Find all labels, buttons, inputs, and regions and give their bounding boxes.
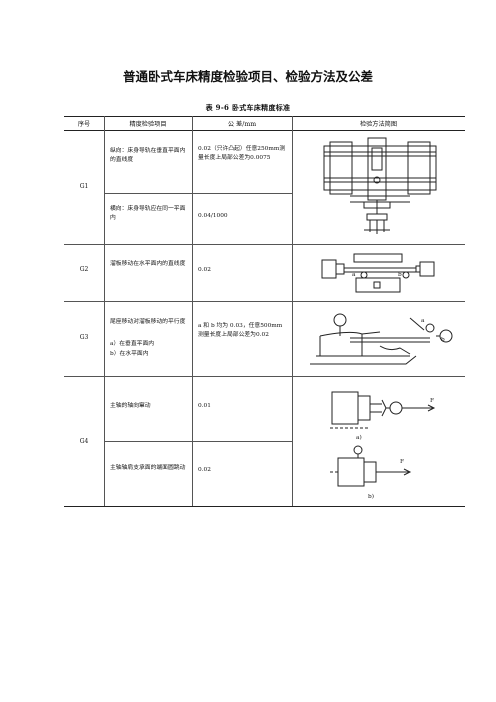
row-divider-g4-split [104, 441, 292, 442]
g4-method-figure-b [330, 444, 440, 490]
row-divider-g1-split [104, 193, 292, 194]
row-divider-g2-g3 [64, 301, 465, 302]
header-no: 序号 [77, 121, 91, 128]
header-tolerance: 公 差/mm [227, 121, 257, 128]
g4-item-b: 主轴轴肩支承面的端面圆跳动 [110, 465, 186, 471]
row-id-g3: G3 [79, 334, 89, 341]
g3-fig-label-b: b [441, 337, 445, 343]
row-id-g4: G4 [79, 438, 89, 445]
col-divider-1 [104, 116, 105, 506]
g4-fig-force-b: F [400, 459, 405, 465]
g3-item-b: b）在水平面内 [110, 351, 149, 357]
g1-item-a: 纵向：床身导轨在垂直平面内的直线度 [110, 148, 186, 163]
g3-fig-label-a: a [421, 318, 425, 324]
header-bottom-rule [64, 130, 465, 131]
page-title: 普通卧式车床精度检验项目、检验方法及公差 [122, 69, 373, 84]
col-divider-3 [292, 116, 293, 506]
table-caption: 表 9-6 卧式车床精度标准 [205, 103, 291, 112]
g4-method-figure-a [330, 386, 440, 432]
header-method: 检验方法简图 [359, 121, 398, 128]
g1-item-b: 横向：床身导轨应在同一平面内 [110, 206, 186, 221]
g2-method-figure [320, 248, 440, 298]
g3-item-a: a）在垂直平面内 [110, 341, 155, 347]
g2-fig-label-a: a [352, 272, 356, 278]
g2-tol: 0.02 [198, 267, 211, 273]
table-top-rule [64, 116, 465, 118]
g4-tol-a: 0.01 [198, 403, 211, 409]
row-id-g1: G1 [79, 183, 89, 190]
g4-tol-b: 0.02 [198, 467, 211, 473]
header-item: 精度检验项目 [129, 121, 167, 128]
g3-tol: a 和 b 均为 0.03，任意500mm测量长度上局部公差为0.02 [198, 323, 283, 338]
g4-fig-caption-a: a) [356, 435, 362, 441]
g2-item: 溜板移动在水平面内的直线度 [110, 261, 186, 267]
g1-tol-b: 0.04/1000 [198, 213, 228, 219]
row-divider-g1-g2 [64, 244, 465, 245]
g3-item: 尾座移动对溜板移动的平行度 [110, 319, 186, 325]
table-bottom-rule [64, 506, 465, 508]
g1-tol-a: 0.02（只许凸起）任意250mm测量长度上局部公差为0.0075 [198, 146, 286, 161]
g1-method-figure [320, 134, 440, 240]
g4-item-a: 主轴的轴向窜动 [110, 403, 151, 409]
g2-fig-label-b: b [398, 272, 402, 278]
g3-method-figure [310, 308, 460, 374]
row-id-g2: G2 [79, 266, 89, 273]
g4-fig-caption-b: b) [368, 494, 374, 500]
col-divider-2 [192, 116, 193, 506]
row-divider-g3-g4 [64, 376, 465, 377]
g4-fig-force-a: F [430, 398, 435, 404]
